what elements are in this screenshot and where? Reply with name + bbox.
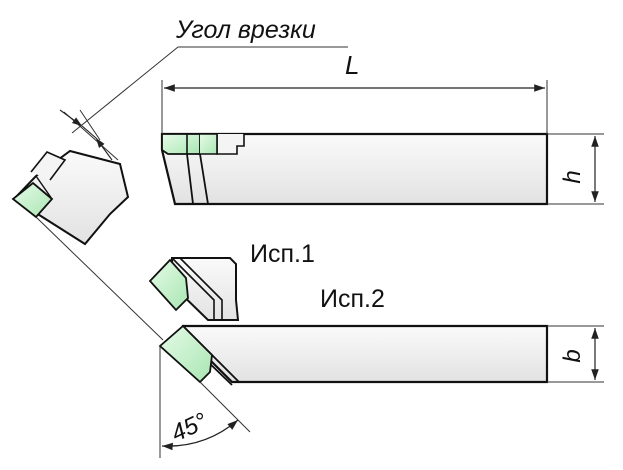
cut-angle-leader: Угол врезки <box>71 16 348 134</box>
top-tool-insert-edge <box>200 133 218 155</box>
head-detail-view <box>11 149 130 246</box>
bottom-tool-plan-view: Исп.2 <box>158 285 549 386</box>
dimension-height: h <box>547 133 604 205</box>
construction-line <box>35 216 164 341</box>
angle-label: 45° <box>167 407 212 447</box>
bottom-tool-insert <box>158 324 213 384</box>
dimension-length: L <box>161 50 548 134</box>
variant1-insert <box>148 258 189 312</box>
dimension-width: b <box>547 325 604 383</box>
cut-angle-dimension <box>59 109 119 161</box>
dimension-width-label: b <box>559 349 586 362</box>
dimension-height-label: h <box>559 170 586 183</box>
variant1-label: Исп.1 <box>250 240 315 268</box>
top-tool-insert <box>161 133 201 155</box>
head-detail-step <box>30 151 67 181</box>
cut-angle-label: Угол врезки <box>175 16 316 44</box>
dimension-length-label: L <box>345 50 359 80</box>
bottom-tool-body <box>181 324 549 384</box>
variant2-label: Исп.2 <box>320 285 385 313</box>
variant1-detail: Исп.1 <box>148 240 315 321</box>
top-tool-side-view <box>160 132 549 206</box>
variant1-bevel <box>171 257 223 320</box>
